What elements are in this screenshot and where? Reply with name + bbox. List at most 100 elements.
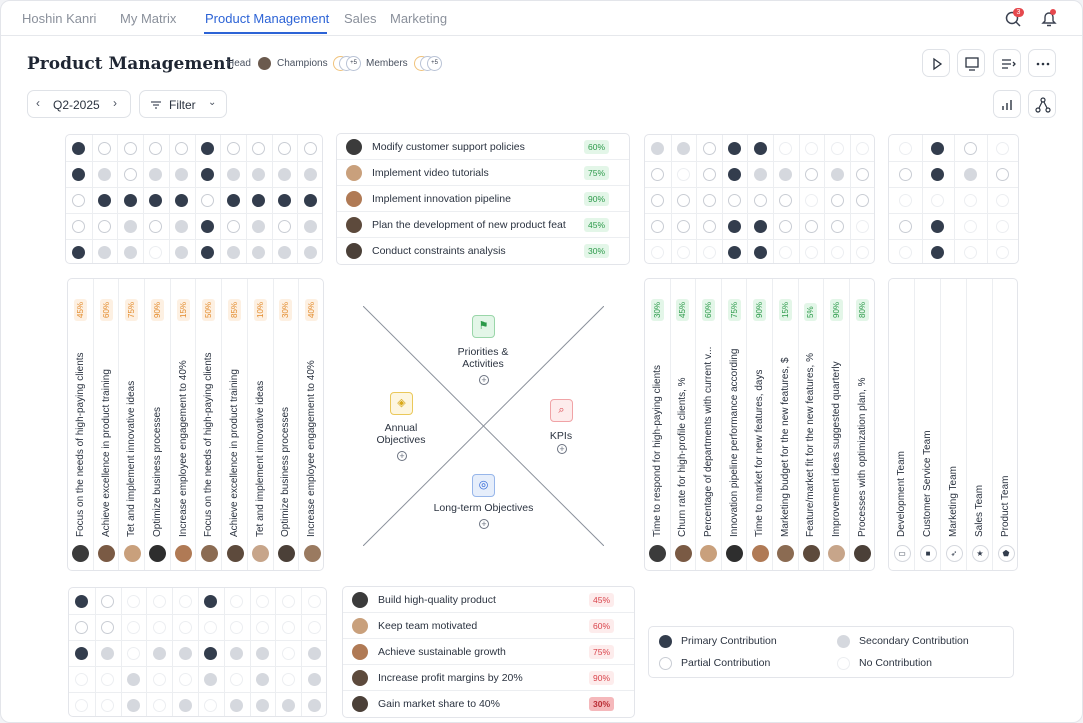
vertical-item[interactable]: 15%Increase employee engagement to 40% (171, 279, 197, 570)
partial-dot[interactable] (856, 167, 870, 181)
vertical-item[interactable]: 50%Focus on the needs of high-paying cli… (197, 279, 223, 570)
partial-dot[interactable] (651, 193, 665, 207)
no-contribution-dot[interactable] (676, 245, 690, 259)
primary-dot[interactable] (72, 167, 86, 181)
partial-dot[interactable] (702, 219, 716, 233)
primary-dot[interactable] (931, 141, 945, 155)
vertical-item[interactable]: 90%Improvement ideas suggested quarterly (824, 279, 850, 570)
primary-dot[interactable] (75, 646, 89, 660)
primary-dot[interactable] (200, 245, 214, 259)
vertical-item[interactable]: 90%Optimize business processes (145, 279, 171, 570)
secondary-dot[interactable] (307, 698, 321, 712)
no-contribution-dot[interactable] (676, 167, 690, 181)
partial-dot[interactable] (963, 141, 977, 155)
partial-dot[interactable] (702, 193, 716, 207)
partial-dot[interactable] (779, 219, 793, 233)
vertical-item[interactable]: 10%Tet and implement innovative ideas (248, 279, 274, 570)
head-avatar[interactable] (257, 56, 272, 71)
secondary-dot[interactable] (230, 646, 244, 660)
secondary-dot[interactable] (178, 698, 192, 712)
primary-dot[interactable] (753, 219, 767, 233)
no-contribution-dot[interactable] (101, 698, 115, 712)
vertical-item[interactable]: Customer Service Team■ (915, 279, 941, 570)
no-contribution-dot[interactable] (127, 620, 140, 634)
partial-dot[interactable] (728, 193, 742, 207)
no-contribution-dot[interactable] (230, 620, 244, 634)
period-selector[interactable]: ‹ Q2-2025 › (27, 90, 131, 118)
no-contribution-dot[interactable] (101, 672, 115, 686)
partial-dot[interactable] (804, 167, 818, 181)
partial-dot[interactable] (72, 193, 86, 207)
no-contribution-dot[interactable] (230, 594, 244, 608)
no-contribution-dot[interactable] (75, 698, 89, 712)
nav-hoshin-kanri[interactable]: Hoshin Kanri (22, 11, 97, 26)
secondary-dot[interactable] (256, 646, 269, 660)
secondary-dot[interactable] (175, 167, 189, 181)
vertical-item[interactable]: 75%Tet and implement innovative ideas (119, 279, 146, 570)
partial-dot[interactable] (277, 141, 291, 155)
no-contribution-dot[interactable] (152, 620, 166, 634)
primary-dot[interactable] (98, 193, 112, 207)
secondary-dot[interactable] (303, 245, 317, 259)
vertical-item[interactable]: 60%Achieve excellence in product trainin… (94, 279, 120, 570)
nav-marketing[interactable]: Marketing (390, 11, 448, 26)
partial-dot[interactable] (277, 219, 291, 233)
no-contribution-dot[interactable] (898, 141, 912, 155)
nav-product-management[interactable]: Product Management (205, 11, 330, 26)
primary-dot[interactable] (204, 594, 218, 608)
vertical-item[interactable]: 15%Marketing budget for the new features… (773, 279, 799, 570)
partial-dot[interactable] (996, 167, 1010, 181)
primary-dot[interactable] (277, 193, 291, 207)
partial-dot[interactable] (123, 167, 137, 181)
primary-dot[interactable] (303, 193, 317, 207)
secondary-dot[interactable] (256, 698, 269, 712)
no-contribution-dot[interactable] (963, 193, 977, 207)
no-contribution-dot[interactable] (931, 193, 945, 207)
secondary-dot[interactable] (676, 141, 690, 155)
vertical-item[interactable]: 60%Percentage of departments with curren… (696, 279, 722, 570)
no-contribution-dot[interactable] (75, 672, 89, 686)
no-contribution-dot[interactable] (830, 245, 844, 259)
nav-my-matrix[interactable]: My Matrix (120, 11, 177, 26)
partial-dot[interactable] (856, 193, 870, 207)
partial-dot[interactable] (101, 620, 115, 634)
champions-more[interactable]: +5 (346, 56, 361, 71)
secondary-dot[interactable] (101, 646, 115, 660)
partial-dot[interactable] (123, 141, 137, 155)
no-contribution-dot[interactable] (996, 245, 1010, 259)
primary-dot[interactable] (200, 219, 214, 233)
secondary-dot[interactable] (152, 646, 166, 660)
no-contribution-dot[interactable] (127, 594, 140, 608)
partial-dot[interactable] (226, 219, 240, 233)
no-contribution-dot[interactable] (178, 620, 192, 634)
no-contribution-dot[interactable] (830, 141, 844, 155)
secondary-dot[interactable] (98, 245, 112, 259)
vertical-item[interactable]: 40%Increase employee engagement to 40% (299, 279, 325, 570)
partial-dot[interactable] (149, 141, 163, 155)
secondary-dot[interactable] (779, 167, 793, 181)
partial-dot[interactable] (702, 141, 716, 155)
no-contribution-dot[interactable] (996, 219, 1010, 233)
no-contribution-dot[interactable] (149, 245, 163, 259)
partial-dot[interactable] (149, 219, 163, 233)
primary-dot[interactable] (753, 245, 767, 259)
partial-dot[interactable] (651, 219, 665, 233)
partial-dot[interactable] (676, 219, 690, 233)
no-contribution-dot[interactable] (307, 620, 321, 634)
partial-dot[interactable] (101, 594, 115, 608)
filter-button[interactable]: Filter ⌄ (139, 90, 227, 118)
no-contribution-dot[interactable] (804, 193, 818, 207)
partial-dot[interactable] (72, 219, 86, 233)
secondary-dot[interactable] (127, 672, 140, 686)
partial-dot[interactable] (804, 219, 818, 233)
secondary-dot[interactable] (175, 219, 189, 233)
no-contribution-dot[interactable] (856, 141, 870, 155)
partial-dot[interactable] (651, 167, 665, 181)
no-contribution-dot[interactable] (804, 245, 818, 259)
secondary-dot[interactable] (303, 167, 317, 181)
primary-dot[interactable] (931, 167, 945, 181)
hierarchy-button[interactable] (1028, 90, 1056, 118)
